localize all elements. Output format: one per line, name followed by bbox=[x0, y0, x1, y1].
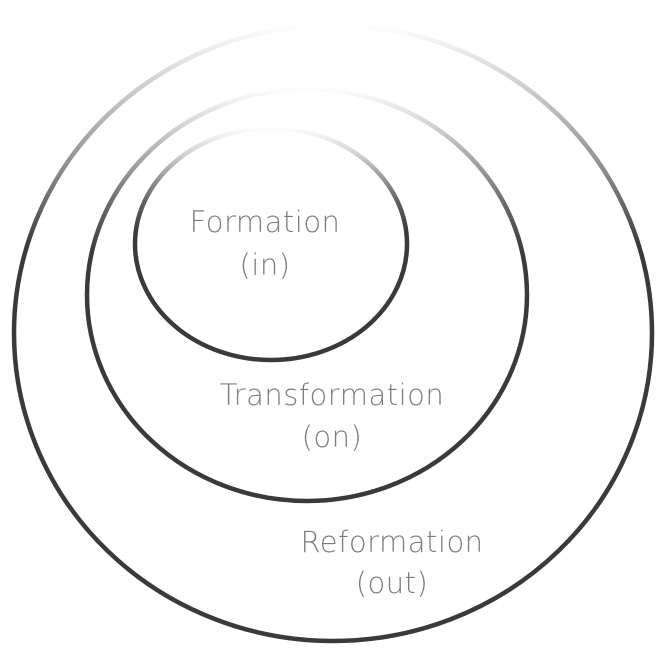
ring-reformation-subtitle: (out) bbox=[356, 566, 429, 600]
ring-formation-outline bbox=[132, 125, 410, 363]
ring-reformation: Reformation (out) bbox=[11, 22, 655, 644]
ring-reformation-outline bbox=[11, 22, 655, 644]
ring-formation-subtitle: (in) bbox=[239, 248, 290, 282]
ring-transformation-subtitle: (on) bbox=[302, 420, 363, 454]
ring-transformation-outline bbox=[84, 86, 530, 504]
ring-formation-title: Formation bbox=[190, 205, 341, 239]
ring-formation: Formation (in) bbox=[132, 125, 410, 363]
ring-transformation: Transformation (on) bbox=[84, 86, 530, 504]
ring-transformation-title: Transformation bbox=[220, 378, 445, 412]
ring-reformation-title: Reformation bbox=[300, 525, 483, 559]
